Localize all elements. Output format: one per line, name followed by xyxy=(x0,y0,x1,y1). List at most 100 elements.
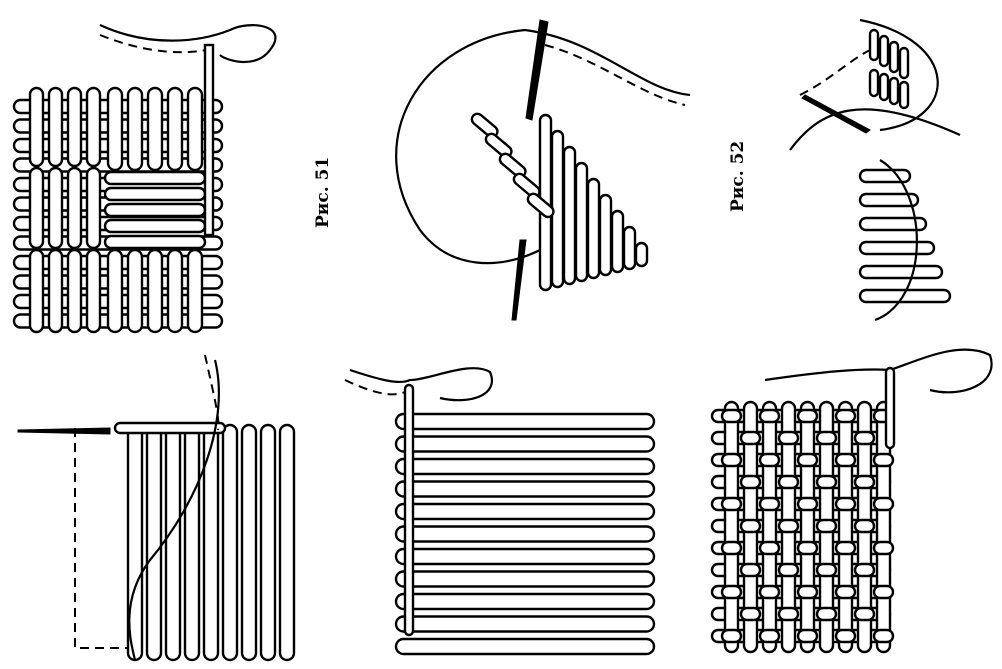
vertical-stitch xyxy=(66,166,83,250)
needle-icon xyxy=(801,94,871,134)
horizontal-stitch xyxy=(394,570,656,588)
thread-loop xyxy=(349,367,493,402)
working-thread xyxy=(128,359,220,661)
vertical-stitch xyxy=(240,423,258,662)
thread-dashed xyxy=(799,49,871,96)
weave-crossing xyxy=(739,518,762,534)
satin-stitch xyxy=(610,209,625,274)
needle-icon xyxy=(17,427,111,435)
vertical-stitch xyxy=(126,86,144,172)
vertical-stitch xyxy=(47,86,64,168)
outline-stitch xyxy=(526,192,555,219)
weave-crossing xyxy=(834,452,857,468)
weave-crossing xyxy=(872,452,895,468)
working-thread xyxy=(789,108,961,151)
horizontal-stitch xyxy=(394,637,656,656)
vertical-stitch xyxy=(66,86,83,168)
vertical-stitch xyxy=(186,248,204,334)
weave-crossing xyxy=(720,408,743,424)
satin-stitch xyxy=(858,264,944,280)
weave-crossing xyxy=(777,518,800,534)
vertical-stitch xyxy=(28,248,45,334)
vertical-stitch xyxy=(183,423,201,662)
vertical-stitch xyxy=(164,423,182,662)
vertical-stitch xyxy=(47,166,64,250)
thread-loop xyxy=(99,24,277,63)
horizontal-stitch xyxy=(394,502,656,521)
satin-stitch xyxy=(574,161,589,283)
basket-weave-panel xyxy=(12,24,277,334)
needle-icon xyxy=(511,239,527,321)
horizontal-stitch xyxy=(103,202,207,218)
padding-stitch xyxy=(868,28,880,62)
vertical-stitch xyxy=(146,86,164,172)
padding-stitch xyxy=(888,76,900,106)
horizontal-stitch xyxy=(394,435,656,453)
horizontal-stitch xyxy=(394,480,656,498)
thread-dashed xyxy=(74,428,128,649)
satin-leaf-panel xyxy=(395,19,691,321)
weave-crossing xyxy=(796,540,819,556)
satin-stitch xyxy=(562,145,577,286)
weave-crossing xyxy=(739,606,762,622)
satin-stitch xyxy=(622,225,637,271)
vertical-stitch xyxy=(126,248,144,334)
needle-icon xyxy=(884,366,896,450)
weave-crossing xyxy=(853,518,876,534)
working-thread xyxy=(524,28,691,97)
figure-caption-52: Рис. 52 xyxy=(728,140,748,212)
satin-stitch xyxy=(858,168,912,184)
vertical-stitch xyxy=(837,400,854,654)
padded-leaf-panel xyxy=(789,18,961,322)
weave-crossing xyxy=(853,606,876,622)
satin-stitch xyxy=(858,240,936,256)
padding-stitch xyxy=(898,80,910,110)
weave-crossing xyxy=(720,496,743,512)
satin-stitch xyxy=(858,216,928,232)
needle-icon xyxy=(203,43,215,237)
vertical-stitch xyxy=(85,166,102,250)
thread-dashed xyxy=(544,44,686,106)
weave-crossing xyxy=(815,430,838,446)
horizontal-stitch xyxy=(103,218,207,234)
weave-crossing xyxy=(872,540,895,556)
weave-crossing xyxy=(796,408,819,424)
horizontal-stitch xyxy=(394,615,656,633)
vertical-stitch xyxy=(723,400,740,654)
hoop-thread xyxy=(859,18,939,132)
horizontal-stitch xyxy=(394,592,656,611)
horizontal-stitch xyxy=(394,457,656,476)
weave-crossing xyxy=(872,628,895,644)
weave-crossing xyxy=(777,562,800,578)
horizontal-stitch xyxy=(103,234,207,250)
weave-crossing xyxy=(720,628,743,644)
weave-crossing xyxy=(720,452,743,468)
thread-dashed xyxy=(204,354,220,431)
horizontal-laid-panel xyxy=(344,367,656,656)
weave-crossing xyxy=(834,540,857,556)
weave-crossing xyxy=(720,584,743,600)
fine-weave-panel xyxy=(710,348,993,654)
weave-crossing xyxy=(796,628,819,644)
satin-stitch xyxy=(598,193,613,277)
vertical-stitch xyxy=(106,86,124,172)
weave-crossing xyxy=(834,408,857,424)
weave-crossing xyxy=(758,628,781,644)
weave-crossing xyxy=(758,540,781,556)
weave-crossing xyxy=(815,606,838,622)
weave-crossing xyxy=(777,606,800,622)
weave-crossing xyxy=(796,496,819,512)
vertical-stitch xyxy=(259,423,277,662)
satin-stitch xyxy=(586,177,601,280)
weave-crossing xyxy=(758,408,781,424)
figure-caption-51: Рис. 51 xyxy=(313,156,333,228)
vertical-stitch xyxy=(47,248,64,334)
weave-crossing xyxy=(853,430,876,446)
padding-stitch xyxy=(878,34,890,68)
weave-crossing xyxy=(853,474,876,490)
satin-stitch xyxy=(858,192,920,208)
weave-crossing xyxy=(872,584,895,600)
horizontal-stitch xyxy=(394,525,656,543)
vertical-stitch xyxy=(799,400,816,654)
weave-crossing xyxy=(758,496,781,512)
